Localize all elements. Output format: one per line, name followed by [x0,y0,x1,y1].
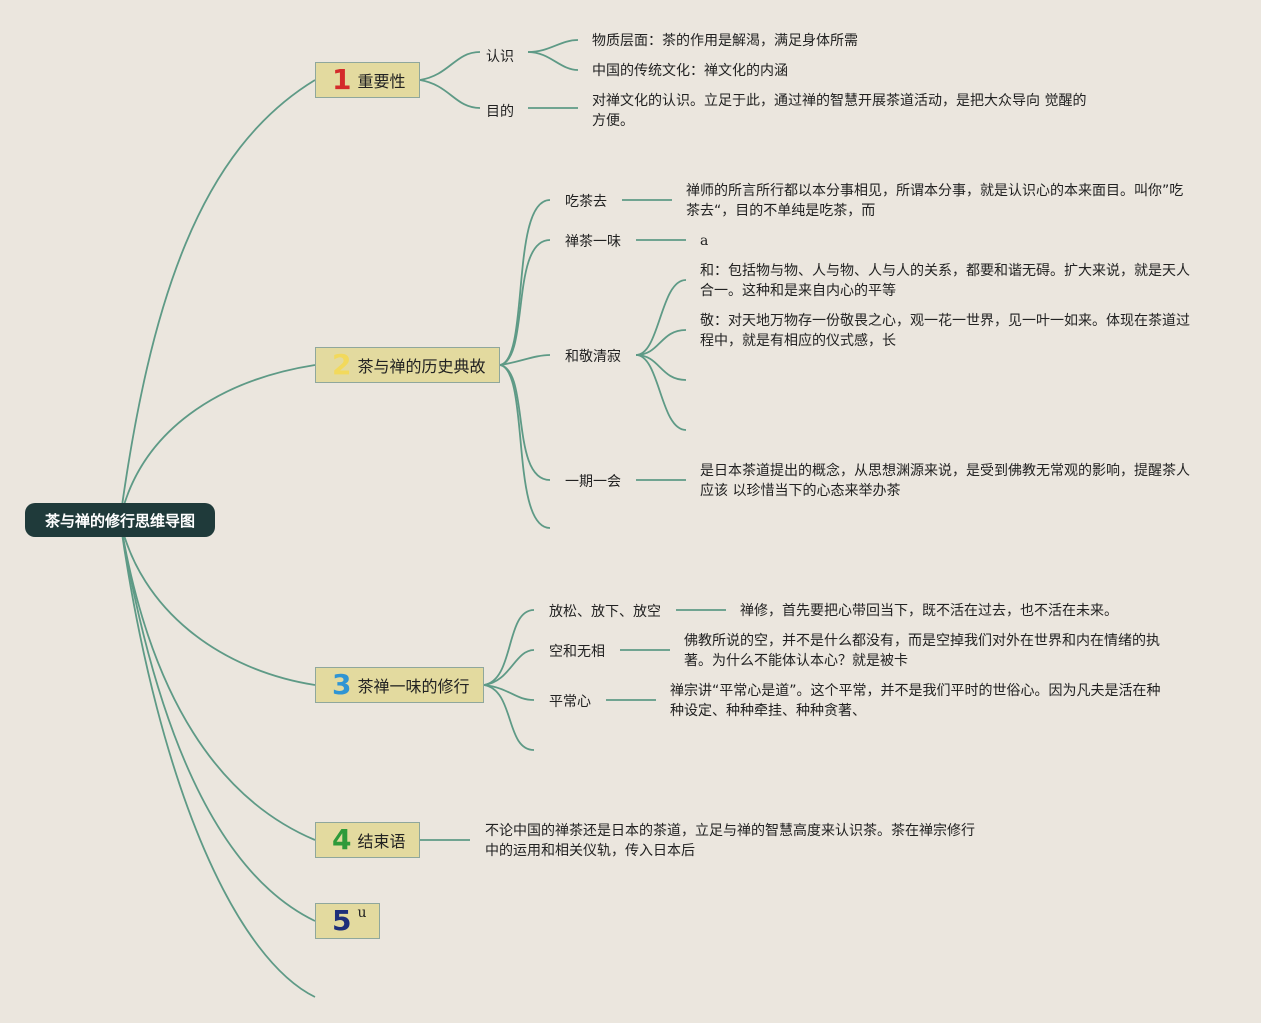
link-root-topic2 [119,364,316,521]
link-t1-sub1 [419,51,481,81]
topic-3[interactable]: 3 茶禅一味的修行 [315,667,484,703]
link-root-topic5 [119,519,316,922]
link-t2-sub2 [499,239,551,366]
link-root-topic1 [119,79,316,521]
subtopic-t2-ichigo[interactable]: 一期一会 [565,474,621,490]
subtopic-t1-purpose[interactable]: 目的 [486,104,514,120]
leaf-t1-3[interactable]: 对禅文化的认识。立足于此，通过禅的智慧开展茶道活动，是把大众导向 觉醒的方便。 [592,91,1092,131]
topic-number-2: 2 [332,348,352,381]
leaf-t1-1[interactable]: 物质层面：茶的作用是解渴，满足身体所需 [592,31,882,51]
topic-5[interactable]: 5 u [315,903,380,939]
subtopic-t3-relax[interactable]: 放松、放下、放空 [549,604,661,620]
topic-label-4: 结束语 [357,832,406,851]
link-t1-sub1-leaf2 [527,51,579,71]
topic-4[interactable]: 4 结束语 [315,822,420,858]
link-t3-sub1 [483,609,535,686]
topic-2[interactable]: 2 茶与禅的历史典故 [315,347,500,383]
link-t2-sub4 [499,364,551,481]
link-t3-sub2 [483,649,535,686]
link-t2-sub1 [499,199,551,366]
leaf-t4-1[interactable]: 不论中国的禅茶还是日本的茶道，立足与禅的智慧高度来认识茶。茶在禅宗修行中的运用和… [485,821,980,861]
topic-number-4: 4 [332,823,352,856]
link-t3-empty [483,684,535,751]
topic-label-3: 茶禅一味的修行 [357,677,470,696]
link-root-empty [119,519,316,998]
leaf-t3-2[interactable]: 佛教所说的空，并不是什么都没有，而是空掉我们对外在世界和内在情绪的执著。为什么不… [684,631,1166,671]
link-root-topic4 [119,519,316,841]
link-t2-empty [499,364,551,529]
leaf-t2-1[interactable]: 禅师的所言所行都以本分事相见，所谓本分事，就是认识心的本来面目。叫你”吃茶去“，… [686,181,1191,221]
link-t1-sub2 [419,79,481,109]
leaf-t3-3[interactable]: 禅宗讲“平常心是道”。这个平常，并不是我们平时的世俗心。因为凡夫是活在种种设定、… [670,681,1165,721]
leaf-t2-5[interactable]: 是日本茶道提出的概念，从思想渊源来说，是受到佛教无常观的影响，提醒茶人应该 以珍… [700,461,1195,501]
subtopic-t2-harmony[interactable]: 和敬清寂 [565,349,621,365]
topic-number-5: 5 [332,904,352,937]
leaf-t2-3[interactable]: 和：包括物与物、人与物、人与人的关系，都要和谐无碍。扩大来说，就是天人合一。这种… [700,261,1195,301]
topic-1[interactable]: 1 重要性 [315,62,420,98]
subtopic-t1-recognition[interactable]: 认识 [486,49,514,65]
topic-label-2: 茶与禅的历史典故 [357,357,486,376]
subtopic-t2-eat-tea[interactable]: 吃茶去 [565,194,607,210]
link-t2-sub3-leaf4 [635,329,687,356]
topic-label-1: 重要性 [357,72,406,91]
leaf-t3-1[interactable]: 禅修，首先要把心带回当下，既不活在过去，也不活在未来。 [740,601,1140,621]
leaf-t2-4[interactable]: 敬：对天地万物存一份敬畏之心，观一花一世界，见一叶一如来。体现在茶道过程中，就是… [700,311,1195,351]
topic-number-3: 3 [332,668,352,701]
subtopic-t3-emptiness[interactable]: 空和无相 [549,644,605,660]
link-t2-sub3-empty1 [635,354,687,381]
topic-label-5: u [357,905,367,921]
leaf-t2-2[interactable]: a [700,231,730,251]
link-t1-sub1-leaf1 [527,39,579,53]
link-t2-sub3-leaf3 [635,279,687,356]
root-node[interactable]: 茶与禅的修行思维导图 [25,503,215,537]
subtopic-t2-zen-tea[interactable]: 禅茶一味 [565,234,621,250]
topic-number-1: 1 [332,63,352,96]
link-t2-sub3-empty2 [635,354,687,431]
link-t2-sub3 [499,354,551,366]
subtopic-t3-ordinary-mind[interactable]: 平常心 [549,694,591,710]
leaf-t1-2[interactable]: 中国的传统文化：禅文化的内涵 [592,61,882,81]
link-root-topic3 [119,519,316,686]
